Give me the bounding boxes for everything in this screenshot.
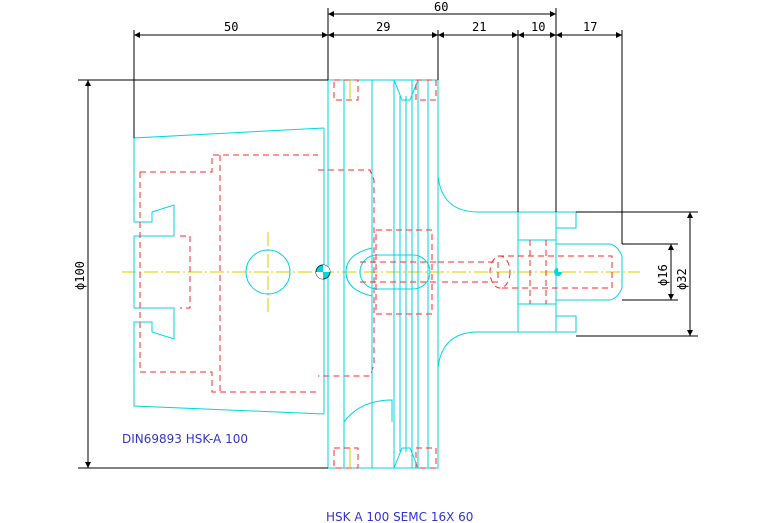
dim-29: 29 [376,20,390,34]
bore-hidden-lines [438,240,613,304]
dim-17: 17 [583,20,597,34]
center-marker-right [554,268,562,276]
v-groove-bottom [393,447,419,469]
standard-label: DIN69893 HSK-A 100 [122,432,248,446]
hsk-taper-shank [133,127,325,415]
dim-dia-16: ϕ16 [656,264,670,286]
dim-10: 10 [531,20,545,34]
drawing-title: HSK A 100 SEMC 16X 60 [326,510,473,523]
center-marker-left [315,264,331,280]
dim-60: 60 [434,0,448,14]
dim-50: 50 [224,20,238,34]
flange-body [327,79,439,469]
dim-dia-32: ϕ32 [675,268,689,290]
dimension-lines [78,8,698,469]
dim-dia-100: ϕ100 [73,261,87,290]
coolant-pocket [343,399,393,423]
cross-bore-circle [245,249,291,295]
neck-transition [437,175,518,369]
dim-21: 21 [472,20,486,34]
drive-slot-hidden [333,79,437,469]
v-groove-top [393,79,419,101]
collet-nose [517,211,623,333]
shank-hidden-lines [139,154,375,393]
clamp-slot [345,229,440,315]
